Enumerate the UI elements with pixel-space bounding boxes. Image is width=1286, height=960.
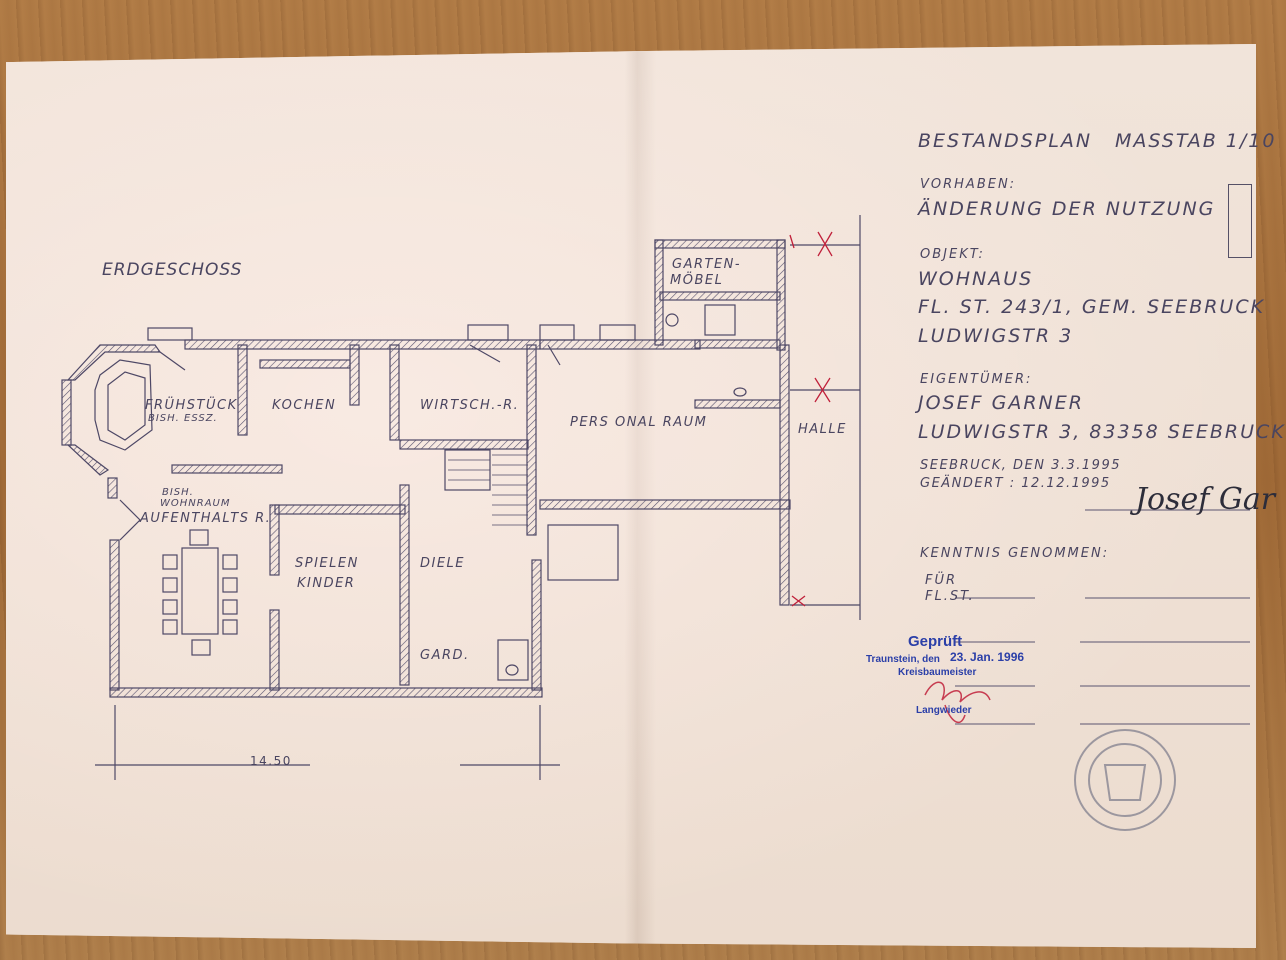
room-wirtsch: WIRTSCH.-R.: [420, 398, 520, 413]
room-diele: DIELE: [420, 556, 466, 571]
tb-vorhaben-value: ÄNDERUNG DER NUTZUNG: [918, 198, 1216, 220]
room-gard: GARD.: [420, 648, 470, 663]
red-marks: [789, 231, 833, 607]
room-bish-wohnraum: WOHNRAUM: [160, 498, 231, 509]
room-kochen: KOCHEN: [272, 398, 337, 413]
room-fruehstueck-sub: BISH. ESSZ.: [148, 413, 218, 424]
tb-objekt-label: OBJEKT:: [920, 247, 985, 262]
room-bish: BISH.: [162, 487, 194, 498]
room-garten-1: GARTEN-: [672, 257, 742, 272]
tb-vorhaben-label: VORHABEN:: [920, 177, 1017, 192]
round-seal: [1074, 729, 1176, 831]
owner-signature: Josef Gar: [1135, 482, 1276, 517]
dimension-width: 14.50: [250, 754, 292, 768]
plan-sheet: [6, 44, 1256, 948]
stamp-signature: [924, 681, 991, 724]
floor-title: ERDGESCHOSS: [102, 260, 243, 280]
room-spielen: SPIELEN: [295, 556, 359, 571]
stamp-title: Geprüft: [908, 633, 963, 650]
tb-eigentuemer-name: JOSEF GARNER: [918, 392, 1084, 414]
tb-corner-box: [1228, 184, 1252, 258]
tb-flst: FL.ST.: [925, 589, 975, 604]
stamp-date: 23. Jan. 1996: [950, 650, 1025, 664]
tb-eigentuemer-address: LUDWIGSTR 3, 83358 SEEBRUCK: [918, 421, 1286, 443]
tb-objekt-line3: LUDWIGSTR 3: [918, 325, 1074, 347]
tb-kenntnis: KENNTNIS GENOMMEN:: [920, 546, 1110, 561]
room-garten-2: MÖBEL: [670, 273, 724, 288]
tb-scale: MASSTAB 1/10: [1115, 130, 1277, 152]
tb-fuer: FÜR: [925, 573, 958, 588]
stamp-place: Traunstein, den: [866, 654, 940, 665]
room-fruehstueck: FRÜHSTÜCK: [145, 398, 238, 413]
room-aufenthalt: AUFENTHALTS R.: [140, 511, 272, 526]
room-halle: HALLE: [798, 422, 847, 437]
stamp-office: Kreisbaumeister: [898, 667, 977, 678]
tb-objekt-line2: FL. ST. 243/1, GEM. SEEBRUCK: [918, 296, 1266, 318]
tb-heading: BESTANDSPLAN: [918, 130, 1093, 152]
tb-date-line2: GEÄNDERT : 12.12.1995: [920, 476, 1111, 491]
stamp-name: Langwieder: [916, 705, 972, 716]
room-personal: PERS ONAL RAUM: [570, 415, 708, 430]
walls: [61, 239, 791, 698]
tb-date-line1: SEEBRUCK, DEN 3.3.1995: [920, 458, 1121, 473]
tb-objekt-line1: WOHNAUS: [918, 268, 1034, 290]
room-kinder: KINDER: [297, 576, 356, 591]
tb-eigentuemer-label: EIGENTÜMER:: [920, 372, 1033, 387]
